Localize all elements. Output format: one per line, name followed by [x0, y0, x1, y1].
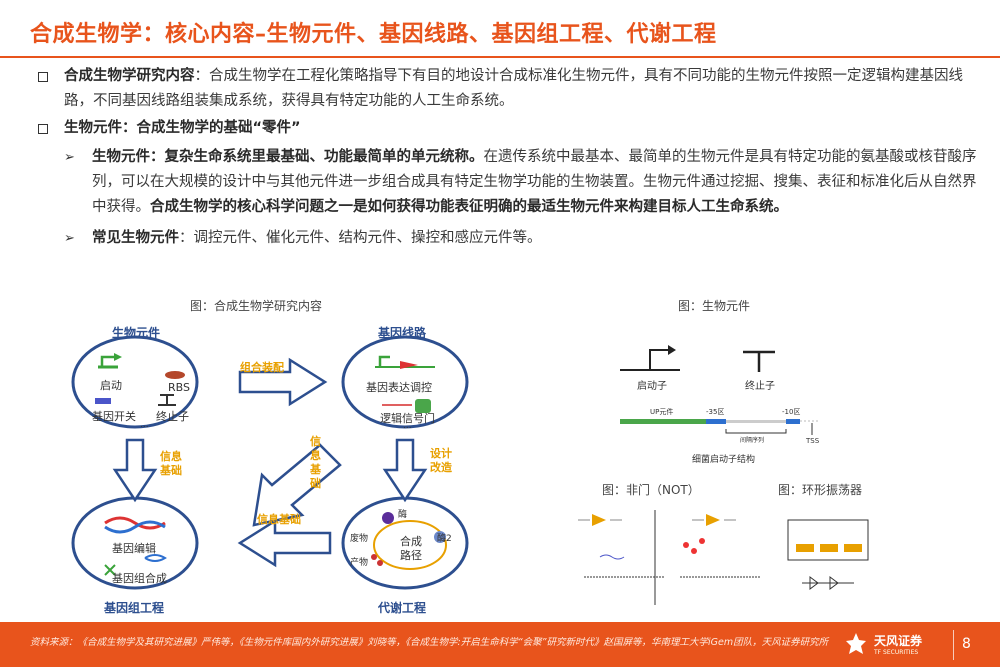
figure-caption: 图：合成生物学研究内容	[190, 299, 323, 313]
bio-parts-diagram	[578, 345, 869, 605]
node4-item-path: 路径	[400, 549, 422, 562]
node1-item-more: ...	[140, 420, 149, 430]
node4-title: 代谢工程	[378, 601, 427, 615]
arrow-assemble-icon	[238, 357, 328, 407]
source-note: 资料来源：《合成生物学及其研究进展》严伟等，《生物元件库国内外研究进展》刘晓等，…	[30, 637, 829, 648]
label-spacer: 间隔序列	[740, 437, 765, 444]
page-title: 合成生物学：核心内容–生物元件、基因线路、基因组工程、代谢工程	[30, 22, 717, 47]
sub-bullet-bold-2: 合成生物学的核心科学问题之一是如何获得功能表征明确的最适生物元件来构建目标人工生…	[150, 199, 788, 215]
figure-research-content: 图：合成生物学研究内容	[60, 295, 560, 615]
footer-bar: 资料来源：《合成生物学及其研究进展》严伟等，《生物元件库国内外研究进展》刘晓等，…	[0, 622, 1000, 667]
node2-title: 基因线路	[378, 326, 427, 340]
node-ellipse-circuits	[341, 335, 469, 429]
node1-item-rbs: RBS	[168, 381, 190, 394]
node4-item-enzyme2: 酶2	[437, 534, 452, 544]
arrow-left-bottom-icon	[237, 518, 332, 568]
title-divider	[0, 56, 1000, 58]
bullet-label: 合成生物学研究内容	[64, 68, 195, 84]
node4-item-enzyme: 酶	[398, 510, 408, 520]
square-bullet-icon	[38, 124, 48, 134]
page-number: 8	[962, 636, 971, 652]
bullet-bio-parts: 生物元件：合成生物学的基础“零件”	[30, 116, 980, 141]
label-design: 设计改造	[430, 447, 452, 474]
sub-bullet-text: 在遗传系统中最基本、最简单的生物元件是具有特定功能的氨基酸或核苷酸序列，可以在大…	[92, 149, 977, 215]
arrow-diagonal-icon	[252, 443, 342, 527]
node4-item-product: 产物	[350, 558, 369, 568]
label-terminator: 终止子	[745, 381, 775, 392]
node1-item-switch: 基因开关	[92, 410, 136, 423]
bullet-research-content: 合成生物学研究内容：合成生物学在工程化策略指导下有目的地设计合成标准化生物元件，…	[30, 64, 980, 114]
tf-logo-icon	[846, 633, 866, 654]
arrow-down-right-icon	[382, 438, 428, 503]
sub-bullet-text: ：调控元件、催化元件、结构元件、操控和感应元件等。	[179, 230, 542, 246]
bullet-label: 生物元件：合成生物学的基础“零件”	[64, 120, 301, 136]
label-info-left: 信息基础	[160, 450, 182, 477]
figure-bio-parts: 图：生物元件	[560, 295, 990, 615]
promoter-icon	[620, 349, 680, 371]
node3-title: 基因组工程	[104, 601, 165, 615]
arrow-bullet-icon: ➢	[64, 150, 75, 165]
caption-not-gate: 图：非门（NOT）	[602, 483, 700, 497]
label-minus10: -10区	[782, 408, 801, 416]
label-tss: TSS	[806, 437, 820, 445]
node4-item-waste: 废物	[350, 534, 369, 544]
label-promoter: 启动子	[637, 381, 667, 392]
label-info-bottom: 信息基础	[257, 513, 301, 526]
sub-bullet-bold: 常见生物元件	[92, 230, 179, 246]
logo-subtext: TF SECURITIES	[874, 649, 919, 656]
caption-oscillator: 图：环形振荡器	[778, 483, 863, 497]
node3-item-synthesis: 基因组合成	[112, 572, 167, 585]
footer-divider	[953, 630, 954, 660]
bullet-colon: ：	[194, 68, 210, 84]
sub-bullet-definition: ➢ 生物元件：复杂生命系统里最基础、功能最简单的单元统称。在遗传系统中最基本、最…	[30, 145, 980, 220]
arrow-bullet-icon: ➢	[64, 231, 75, 246]
node1-item-terminator: 终止子	[156, 410, 189, 423]
sub-bullet-bold: 生物元件：复杂生命系统里最基础、功能最简单的单元统称。	[92, 149, 484, 165]
bullet-list: 合成生物学研究内容：合成生物学在工程化策略指导下有目的地设计合成标准化生物元件，…	[30, 62, 980, 251]
node4-item-synth: 合成	[400, 535, 422, 548]
label-assemble: 组合装配	[240, 361, 284, 374]
bullet-text: 合成生物学在工程化策略指导下有目的地设计合成标准化生物元件，具有不同功能的生物元…	[64, 68, 963, 109]
logo-text: 天风证券	[874, 634, 923, 648]
node1-item-promoter: 启动	[100, 379, 122, 392]
sub-bullet-common-parts: ➢ 常见生物元件：调控元件、催化元件、结构元件、操控和感应元件等。	[30, 226, 980, 251]
figure-caption: 图：生物元件	[678, 299, 751, 313]
node2-item-logic: 逻辑信号门	[380, 412, 435, 425]
node2-item-more: ...	[403, 421, 412, 431]
node2-item-expression: 基因表达调控	[366, 381, 432, 394]
up-element-bar	[620, 419, 706, 424]
node3-item-edit: 基因编辑	[112, 542, 156, 555]
label-minus35: -35区	[706, 408, 725, 416]
square-bullet-icon	[38, 72, 48, 82]
label-up-element: UP元件	[650, 408, 674, 416]
label-info-diagonal: 信息基础	[310, 435, 321, 490]
cycle-diagram	[71, 335, 469, 590]
terminator-icon	[743, 350, 775, 372]
arrow-down-left-icon	[112, 438, 158, 503]
label-bacterial-promoter: 细菌启动子结构	[692, 455, 756, 465]
node1-title: 生物元件	[112, 326, 161, 340]
